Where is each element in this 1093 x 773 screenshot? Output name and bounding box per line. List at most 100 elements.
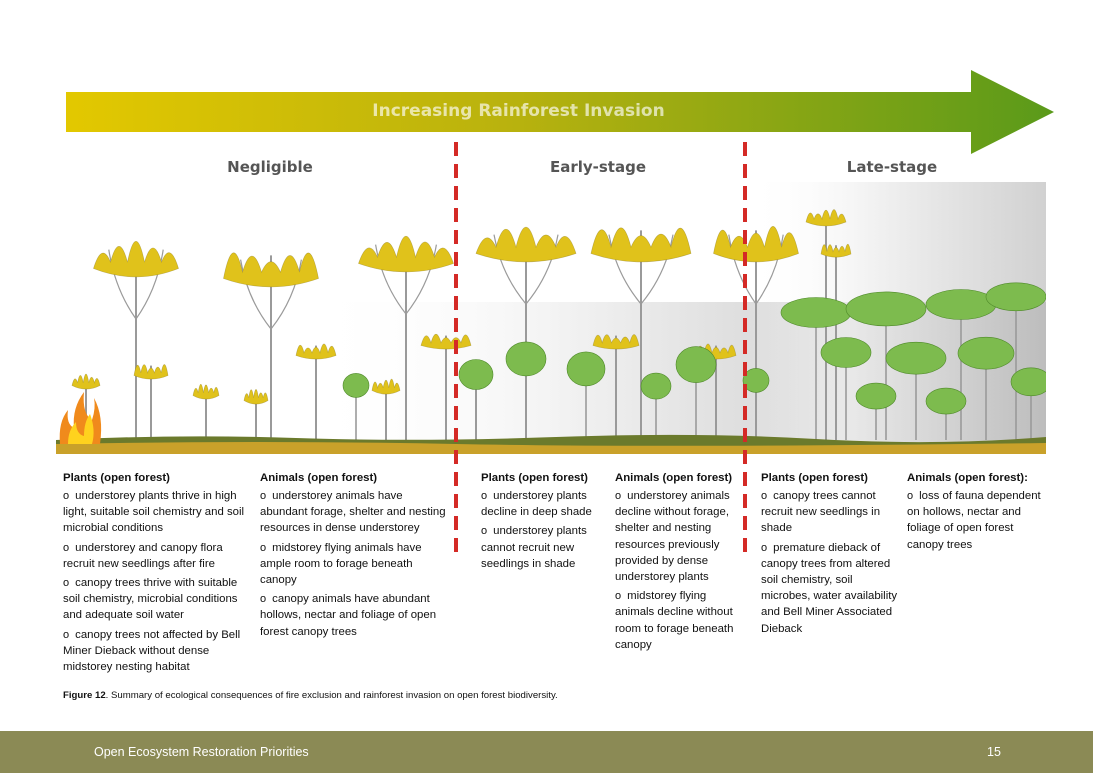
tree-canopy <box>133 364 169 380</box>
column-heading: Animals (open forest) <box>615 472 733 484</box>
bullet-icon: o <box>260 541 267 554</box>
tree-branch <box>270 259 302 330</box>
page-footer: Open Ecosystem Restoration Priorities 15 <box>0 731 1093 773</box>
tree <box>342 373 370 440</box>
divider-dash <box>454 318 458 332</box>
bullet-icon: o <box>615 490 622 502</box>
tree-branch <box>525 234 559 305</box>
rainforest-invasion-arrow <box>66 70 1054 154</box>
tree-canopy <box>458 359 494 390</box>
tree-canopy <box>192 383 220 400</box>
divider-dash <box>454 230 458 244</box>
divider-dash <box>454 516 458 530</box>
tree-branch <box>135 249 164 320</box>
tree-canopy <box>675 346 717 383</box>
tree <box>566 351 606 440</box>
fire-icon <box>59 392 102 444</box>
tree-canopy <box>742 368 770 393</box>
tree-canopy <box>420 333 472 350</box>
tree-canopy <box>925 387 967 415</box>
column-heading: Plants (open forest) <box>481 472 588 484</box>
tree <box>295 343 337 440</box>
tree-canopy <box>780 297 852 328</box>
divider-dash <box>454 538 458 552</box>
divider-dash <box>743 450 747 464</box>
stage-label-early-stage: Early-stage <box>549 158 647 176</box>
tree-canopy <box>71 373 101 390</box>
tree-branch <box>108 249 137 320</box>
tree-canopy <box>93 240 179 278</box>
tree-canopy <box>820 337 872 368</box>
tree <box>885 341 947 440</box>
column-heading: Plants (open forest) <box>761 472 868 484</box>
tree-canopy <box>475 226 577 263</box>
tree <box>780 297 852 440</box>
divider-dash <box>454 406 458 420</box>
divider-dash <box>454 208 458 222</box>
tree <box>505 341 547 440</box>
divider-dash <box>743 538 747 552</box>
tree <box>590 227 692 440</box>
tree-canopy <box>223 252 319 288</box>
tree-branch <box>405 244 437 315</box>
divider-dash <box>743 318 747 332</box>
column-heading: Animals (open forest): <box>907 472 1028 484</box>
tree <box>845 291 927 440</box>
divider-dash <box>454 450 458 464</box>
tree-canopy <box>925 289 997 320</box>
tree-canopy <box>845 291 927 327</box>
divider-dash <box>454 186 458 200</box>
divider-dash <box>743 494 747 508</box>
tree-branch <box>375 244 407 315</box>
divider-dash <box>743 142 747 156</box>
rainforest-trees <box>342 282 1046 440</box>
divider-dash <box>743 208 747 222</box>
divider-dash <box>743 274 747 288</box>
tree-canopy <box>640 372 672 400</box>
tree-canopy <box>342 373 370 398</box>
tree <box>1010 367 1046 440</box>
bullet-icon: o <box>761 541 768 554</box>
stage-divider-2 <box>743 142 747 580</box>
tree-canopy <box>590 227 692 263</box>
tree <box>475 226 577 440</box>
tree <box>223 252 319 440</box>
divider-dash <box>743 362 747 376</box>
tree-canopy <box>358 235 454 273</box>
divider-dash <box>743 428 747 442</box>
divider-dash <box>743 406 747 420</box>
divider-dash <box>743 230 747 244</box>
tree <box>420 333 472 440</box>
tree <box>133 364 169 440</box>
bullet-icon: o <box>481 490 488 502</box>
tree-canopy <box>371 378 401 395</box>
tree-canopy <box>592 334 640 350</box>
tree <box>820 337 872 440</box>
tree-branch <box>755 234 784 305</box>
tree-canopy <box>295 343 337 360</box>
bullet-icon: o <box>63 577 70 590</box>
divider-dash <box>454 472 458 486</box>
bullet-icon: o <box>63 541 70 554</box>
arrow-label: Increasing Rainforest Invasion <box>372 101 665 121</box>
tree-canopy <box>885 341 947 375</box>
divider-dash <box>454 142 458 156</box>
tree-canopy <box>505 341 547 377</box>
tree <box>93 240 179 440</box>
tree-canopy <box>713 225 799 263</box>
tree-canopy <box>820 243 852 258</box>
figure-label: Figure 12 <box>63 690 106 701</box>
